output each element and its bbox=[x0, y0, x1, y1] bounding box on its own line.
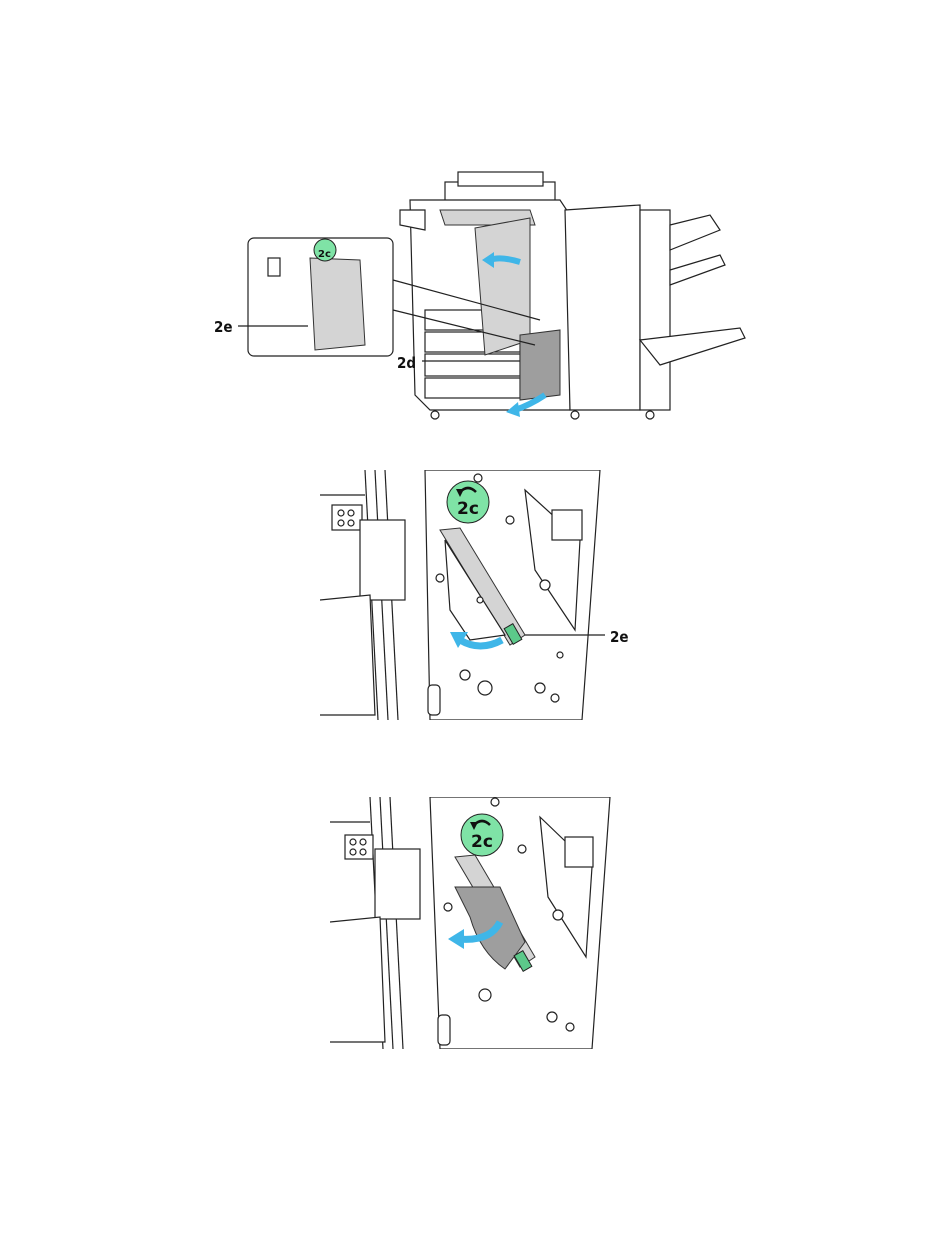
svg-text:2c: 2c bbox=[457, 499, 479, 518]
callout-2d-fig1: 2d bbox=[395, 352, 423, 374]
svg-text:2e: 2e bbox=[214, 318, 233, 336]
printer-overview-figure bbox=[200, 170, 760, 430]
svg-text:2c: 2c bbox=[318, 249, 331, 260]
svg-text:2c: 2c bbox=[471, 832, 493, 851]
svg-text:2e: 2e bbox=[610, 628, 629, 646]
badge-2c-fig1: 2c bbox=[314, 240, 338, 264]
svg-text:2d: 2d bbox=[397, 354, 416, 372]
badge-2c-fig3: 2c bbox=[469, 829, 499, 851]
callout-2e-fig1: 2e bbox=[212, 316, 240, 338]
badge-2c-fig2: 2c bbox=[455, 496, 485, 518]
callout-2e-fig2: 2e bbox=[608, 626, 638, 648]
